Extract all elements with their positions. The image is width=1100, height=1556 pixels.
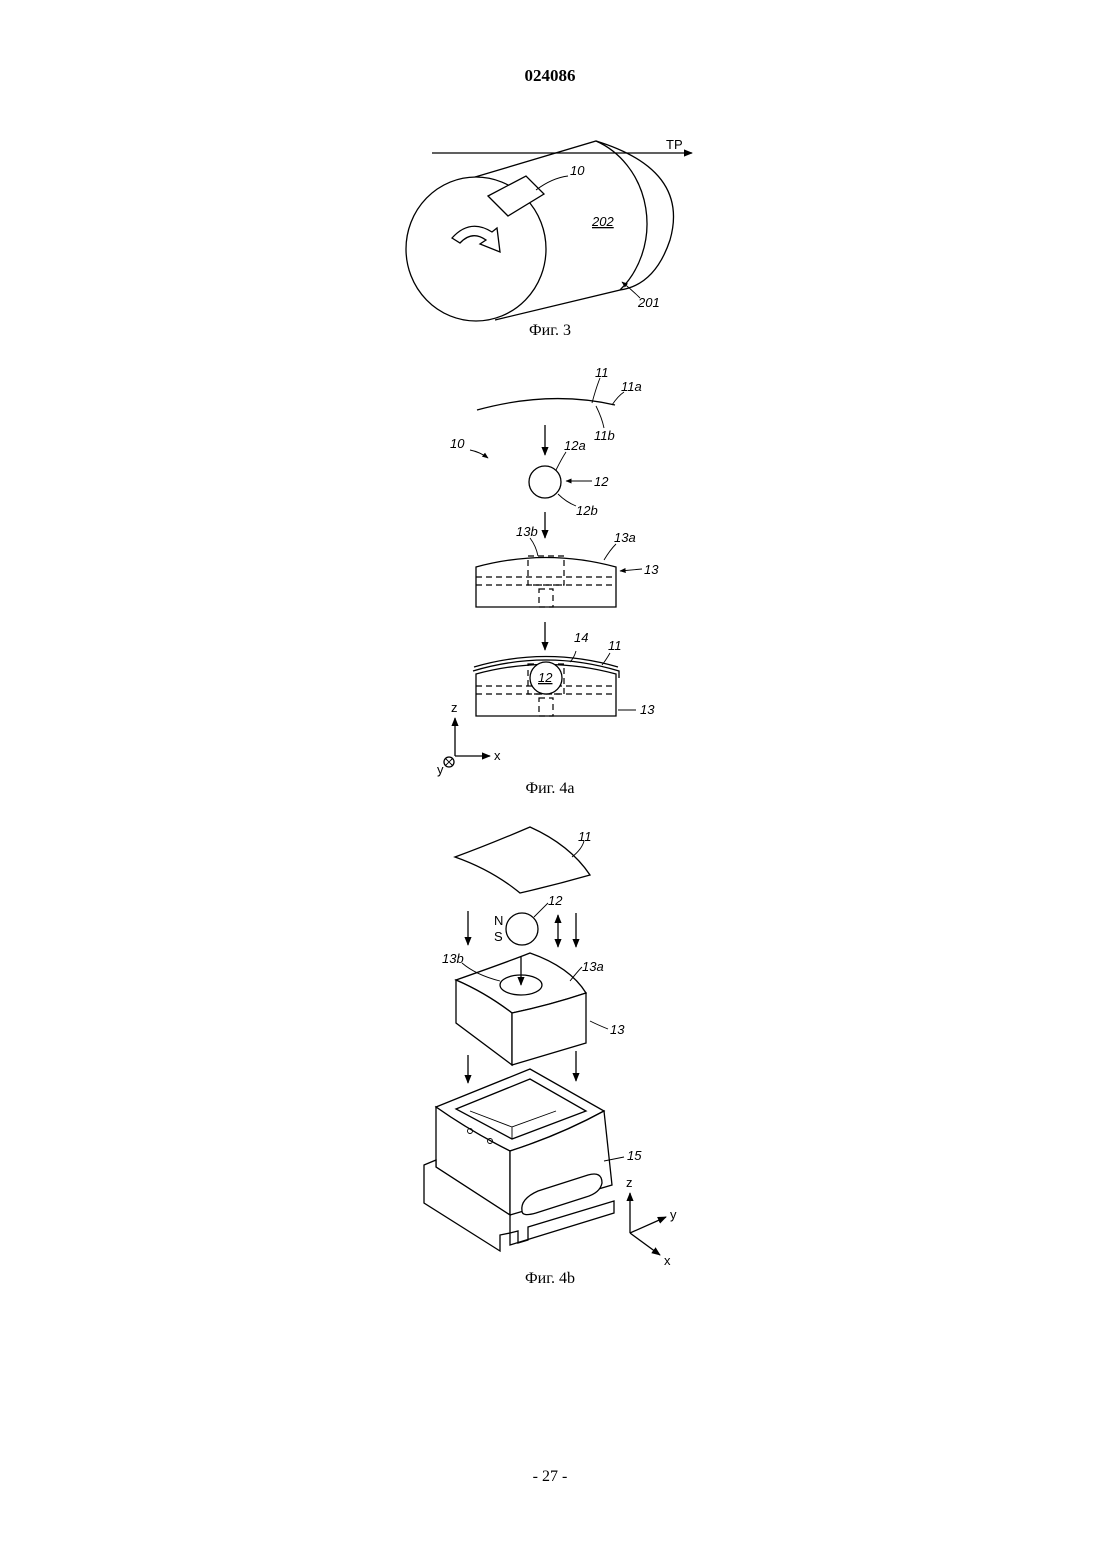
label-12b: 12b [576, 503, 598, 518]
figure-3-caption: Фиг. 3 [0, 322, 1100, 340]
label-11a: 11a [621, 379, 642, 394]
label-13b: 13b [516, 524, 538, 539]
label-12-assembled: 12 [538, 670, 553, 685]
figure-4b-caption: Фиг. 4b [0, 1270, 1100, 1288]
label-11: 11 [578, 829, 592, 844]
leader-12a [556, 452, 566, 470]
label-13a: 13a [614, 530, 636, 545]
label-13a: 13a [582, 959, 604, 974]
leader-14 [570, 651, 576, 662]
label-13b: 13b [442, 951, 464, 966]
sheet-11 [477, 399, 615, 410]
axis-x-line [630, 1233, 660, 1255]
axis-y-label: y [670, 1207, 677, 1222]
label-201: 201 [637, 295, 660, 310]
figure-3-drawing: TP 10 202 201 [0, 0, 1100, 330]
leader-13a [570, 967, 582, 981]
label-13: 13 [610, 1022, 625, 1037]
label-15: 15 [627, 1148, 642, 1163]
label-11-assembled: 11 [608, 638, 622, 653]
label-11: 11 [595, 365, 609, 380]
hidden-pocket [528, 556, 564, 585]
label-202: 202 [591, 214, 614, 229]
sphere-12 [529, 466, 561, 498]
leader-11b [596, 406, 604, 428]
figure-4a-drawing: 11 11a 11b 10 12a 12 12b 13b 13a 13 [0, 360, 1100, 780]
axis-z-label: z [451, 700, 458, 715]
figure-4a-caption: Фиг. 4a [0, 780, 1100, 798]
hidden-stem [539, 589, 553, 607]
axis-x-label: x [494, 748, 501, 763]
leader-12b [558, 494, 576, 506]
leader-13 [620, 569, 642, 571]
leader-13b [530, 538, 538, 556]
leader-12 [534, 903, 548, 917]
axis-x-label: x [664, 1253, 671, 1268]
leader-11 [592, 378, 600, 403]
page-number: - 27 - [0, 1468, 1100, 1486]
label-12: 12 [594, 474, 609, 489]
leader-10 [536, 176, 568, 190]
tp-label: TP [666, 137, 683, 152]
assembled-hidden-stem [539, 698, 553, 716]
leader-10 [470, 450, 488, 458]
label-12a: 12a [564, 438, 586, 453]
axis-z-label: z [626, 1175, 633, 1190]
label-10: 10 [450, 436, 465, 451]
axis-y-line [630, 1217, 666, 1233]
block-13 [476, 558, 616, 608]
label-12: 12 [548, 893, 563, 908]
figure-4b-drawing: 11 N S 12 13b 13a 13 15 [0, 815, 1100, 1275]
label-14: 14 [574, 630, 588, 645]
axis-y-label: y [437, 762, 444, 777]
label-13: 13 [644, 562, 659, 577]
magnet-sphere-12 [506, 913, 538, 945]
pole-s-label: S [494, 929, 503, 944]
sheet-11-perspective [455, 827, 590, 893]
label-10: 10 [570, 163, 585, 178]
leader-13a [604, 544, 616, 560]
label-11b: 11b [594, 428, 615, 443]
pole-n-label: N [494, 913, 503, 928]
label-13-assembled: 13 [640, 702, 655, 717]
leader-13 [590, 1021, 608, 1029]
